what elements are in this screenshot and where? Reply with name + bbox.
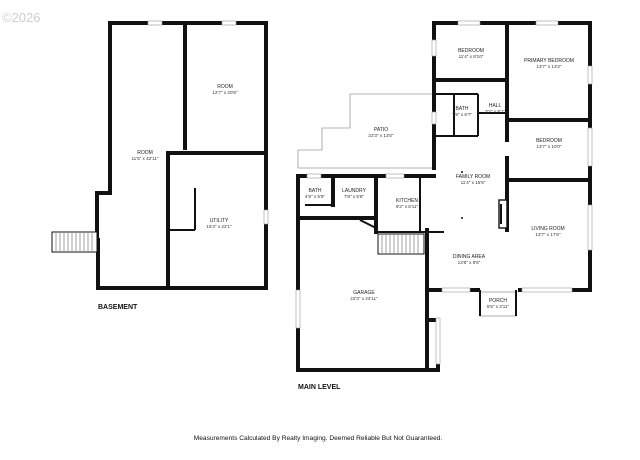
room-name: BEDROOM: [458, 48, 484, 54]
room-name: FAMILY ROOM: [456, 174, 490, 180]
room-name: ROOM: [217, 84, 233, 90]
door: [359, 219, 377, 229]
window: [306, 173, 322, 179]
porch: [479, 290, 517, 317]
room-size: 7'9" x 6'7": [452, 112, 472, 117]
basement-caption: BASEMENT: [98, 304, 138, 311]
main-level-stairs: [377, 233, 425, 255]
room-size: 13'8" x 9'5": [458, 260, 481, 265]
window: [221, 20, 237, 26]
room-name: LAUNDRY: [342, 188, 366, 194]
room-name: LIVING ROOM: [531, 226, 564, 232]
room-size: 22'3" x 13'0": [368, 133, 394, 138]
window: [435, 317, 441, 365]
room-name: BATH: [456, 106, 469, 112]
room-name: KITCHEN: [396, 198, 418, 204]
room-size: 13'7" x 17'6": [535, 232, 561, 237]
fireplace: [498, 199, 508, 229]
column: [461, 217, 463, 219]
room-name: HALL: [489, 103, 502, 109]
room-size: 15'4" x 22'1": [206, 224, 232, 229]
room-name: DINING AREA: [453, 254, 486, 260]
room-size: 4'9" x 5'9": [305, 194, 325, 199]
room-name: BATH: [309, 188, 322, 194]
patio-outline: [297, 93, 434, 168]
room-size: 22'3" x 24'11": [350, 296, 378, 301]
window: [587, 65, 593, 85]
basement-outer-wall: [95, 21, 268, 290]
basement-stairs: [51, 231, 98, 253]
column: [461, 171, 463, 173]
room-name: PRIMARY BEDROOM: [524, 58, 574, 64]
room-size: 13'7" x 13'2": [536, 64, 562, 69]
room-name: GARAGE: [353, 290, 375, 296]
room-size: 3'2" x 8'1": [485, 109, 505, 114]
room-size: 7'8" x 5'8": [344, 194, 364, 199]
room-size: 11'5" x 42'11": [131, 156, 158, 161]
window: [385, 173, 405, 179]
room-name: PATIO: [374, 127, 388, 133]
room-size: 13'7" x 10'0": [536, 144, 562, 149]
room-size: 11'4" x 15'5": [461, 180, 486, 185]
window: [535, 20, 559, 26]
footer-disclaimer: Measurements Calculated By Realty Imagin…: [194, 435, 443, 442]
window: [431, 111, 437, 125]
window: [521, 287, 573, 293]
room-name: BEDROOM: [536, 138, 562, 144]
room-size: 12'7" x 20'6": [212, 90, 238, 95]
window: [441, 287, 471, 293]
main-level-plan: BEDROOM 11'4" x 8'10" PRIMARY BEDROOM 13…: [295, 20, 593, 391]
room-name: ROOM: [137, 150, 153, 156]
main-level-caption: MAIN LEVEL: [298, 384, 341, 391]
room-name: UTILITY: [210, 218, 229, 224]
window: [457, 20, 481, 26]
room-size: 5'8" x 3'11": [487, 304, 510, 309]
window: [263, 209, 269, 225]
basement-plan: ROOM 12'7" x 20'6" ROOM 11'5" x 42'11" U…: [51, 20, 269, 311]
window: [147, 20, 163, 26]
window: [431, 39, 437, 57]
room-size: 11'4" x 8'10": [459, 54, 484, 59]
watermark-text: ©2026: [2, 10, 41, 25]
window: [587, 127, 593, 167]
room-size: 9'2" x 8'11": [396, 204, 419, 209]
window: [587, 204, 593, 251]
window: [295, 289, 301, 329]
room-name: PORCH: [489, 298, 507, 304]
